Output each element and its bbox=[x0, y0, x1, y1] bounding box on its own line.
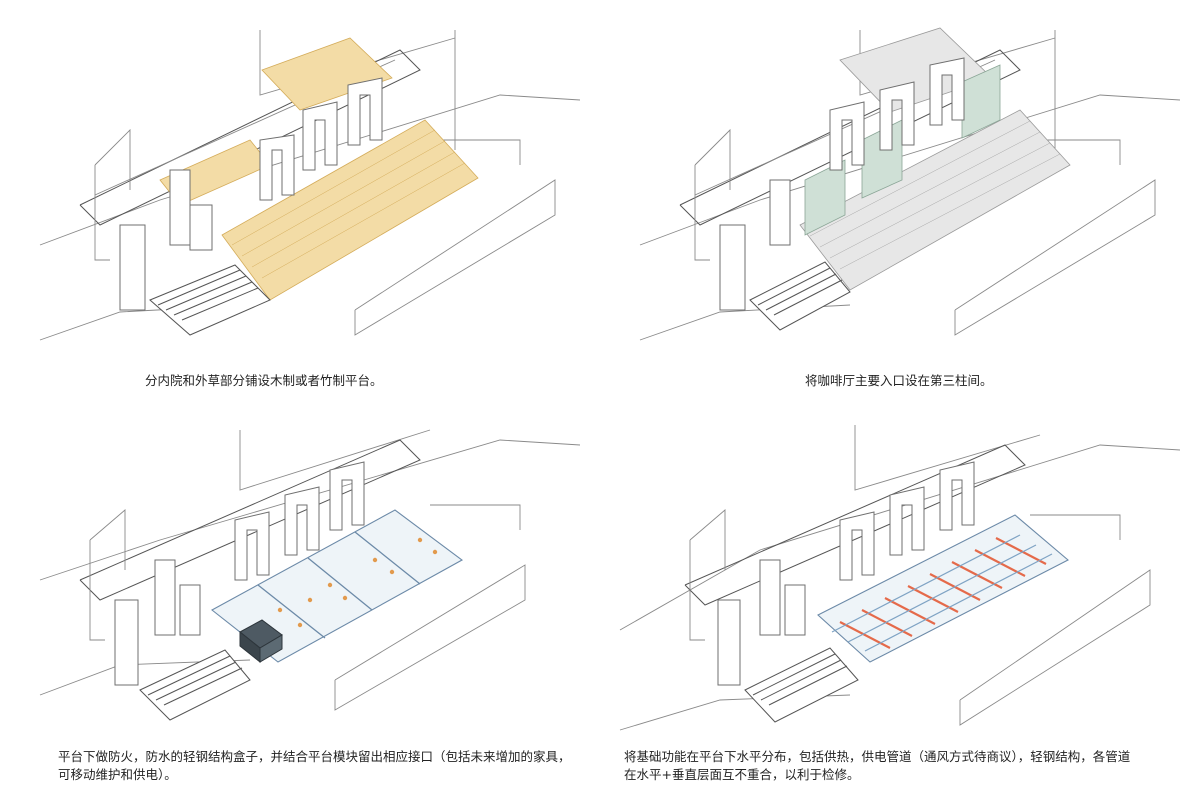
caption-line: 可移动维护和供电）。 bbox=[58, 767, 177, 782]
isometric-drawing-entrance bbox=[639, 27, 1181, 341]
caption-line: 将咖啡厅主要入口设在第三柱间。 bbox=[805, 373, 993, 388]
caption-panel-2: 将咖啡厅主要入口设在第三柱间。 bbox=[805, 372, 993, 390]
caption-line: 在水平+垂直层面互不重合，以利于检修。 bbox=[624, 767, 860, 782]
caption-panel-3: 平台下做防火，防水的轻钢结构盒子，并结合平台模块留出相应接口（包括未来增加的家具… bbox=[58, 748, 571, 784]
isometric-drawing-services bbox=[619, 425, 1181, 731]
diagram-panel-4: 将基础功能在平台下水平分布，包括供热，供电管道（通风方式待商议），轻钢结构，各管… bbox=[600, 400, 1200, 800]
caption-line: 平台下做防火，防水的轻钢结构盒子，并结合平台模块留出相应接口（包括未来增加的家具… bbox=[58, 749, 571, 764]
diagram-panel-1: 分内院和外草部分铺设木制或者竹制平台。 bbox=[0, 0, 600, 400]
diagram-panel-2: 将咖啡厅主要入口设在第三柱间。 bbox=[600, 0, 1200, 400]
caption-panel-4: 将基础功能在平台下水平分布，包括供热，供电管道（通风方式待商议），轻钢结构，各管… bbox=[624, 748, 1130, 784]
diagram-panel-3: 平台下做防火，防水的轻钢结构盒子，并结合平台模块留出相应接口（包括未来增加的家具… bbox=[0, 400, 600, 800]
isometric-drawing-steel-boxes bbox=[39, 429, 581, 721]
isometric-drawing-timber-deck bbox=[39, 30, 581, 341]
caption-line: 将基础功能在平台下水平分布，包括供热，供电管道（通风方式待商议），轻钢结构，各管… bbox=[624, 749, 1131, 764]
caption-panel-1: 分内院和外草部分铺设木制或者竹制平台。 bbox=[145, 372, 383, 390]
caption-line: 分内院和外草部分铺设木制或者竹制平台。 bbox=[145, 373, 383, 388]
